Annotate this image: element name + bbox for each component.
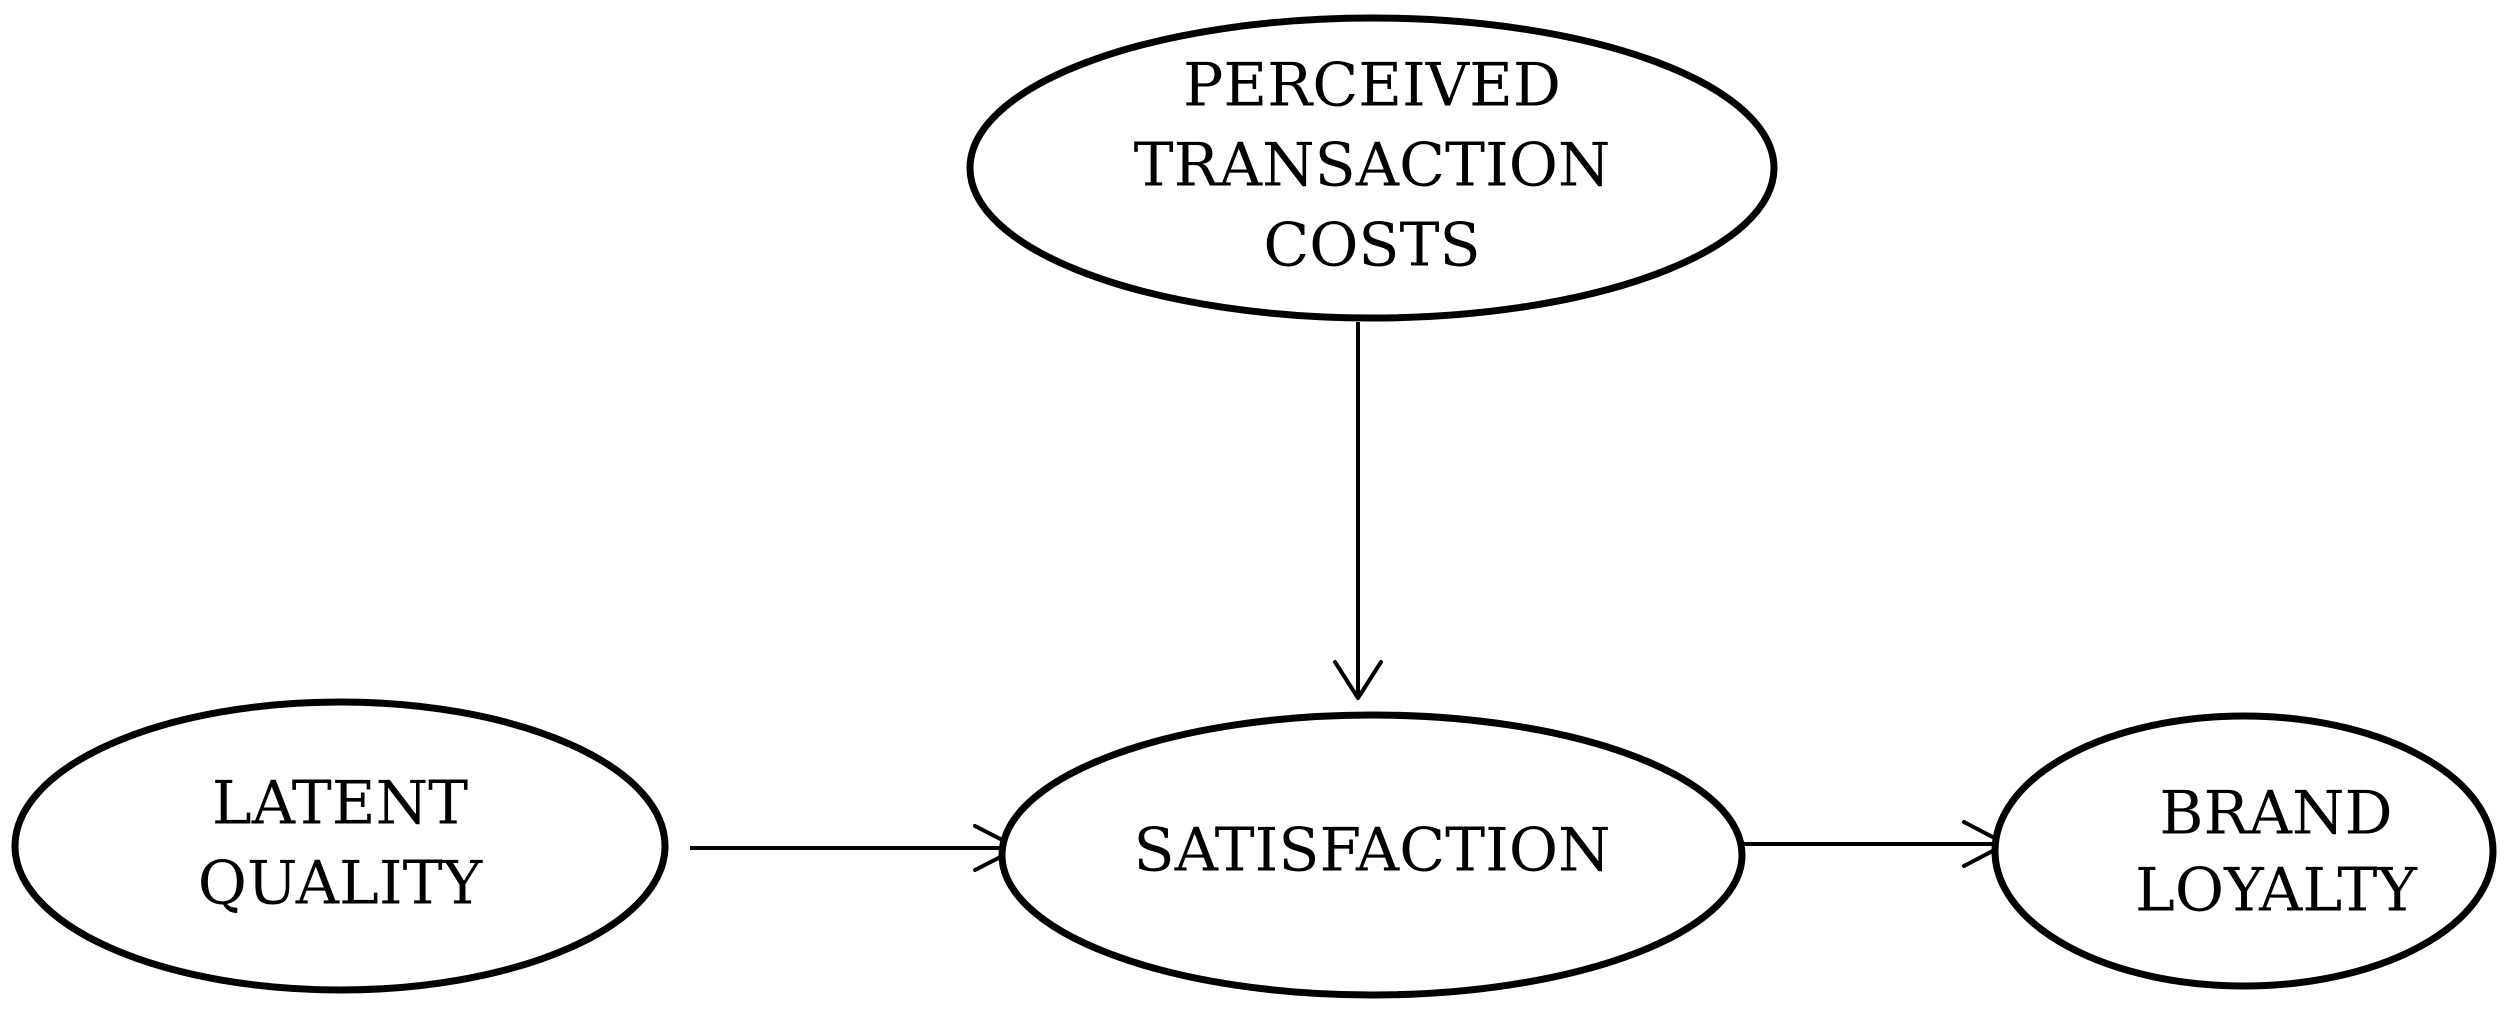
edge-transaction-costs-to-satisfaction xyxy=(1333,322,1383,700)
node-perceived-transaction-costs-label-line-3: COSTS xyxy=(1263,211,1480,281)
node-latent-quality-label-line-1: LATENT xyxy=(212,769,468,839)
node-brand-loyalty-label-line-1: BRAND xyxy=(2159,779,2392,849)
edge-satisfaction-to-brand-loyalty xyxy=(1740,820,2008,868)
node-brand-loyalty: BRAND LOYALTY xyxy=(1991,712,2497,990)
node-latent-quality: LATENT QUALITY xyxy=(11,698,669,994)
node-brand-loyalty-label-line-2: LOYALTY xyxy=(2135,856,2418,926)
edge-latent-quality-to-satisfaction xyxy=(690,824,1020,872)
node-satisfaction: SATISFACTION xyxy=(998,711,1746,999)
node-perceived-transaction-costs-label-line-2: TRANSACTION xyxy=(1134,131,1611,201)
node-perceived-transaction-costs-label-line-1: PERCEIVED xyxy=(1183,51,1561,121)
node-latent-quality-label-line-2: QUALITY xyxy=(198,849,484,919)
node-satisfaction-label: SATISFACTION xyxy=(1133,816,1610,886)
node-perceived-transaction-costs: PERCEIVED TRANSACTION COSTS xyxy=(966,14,1778,322)
